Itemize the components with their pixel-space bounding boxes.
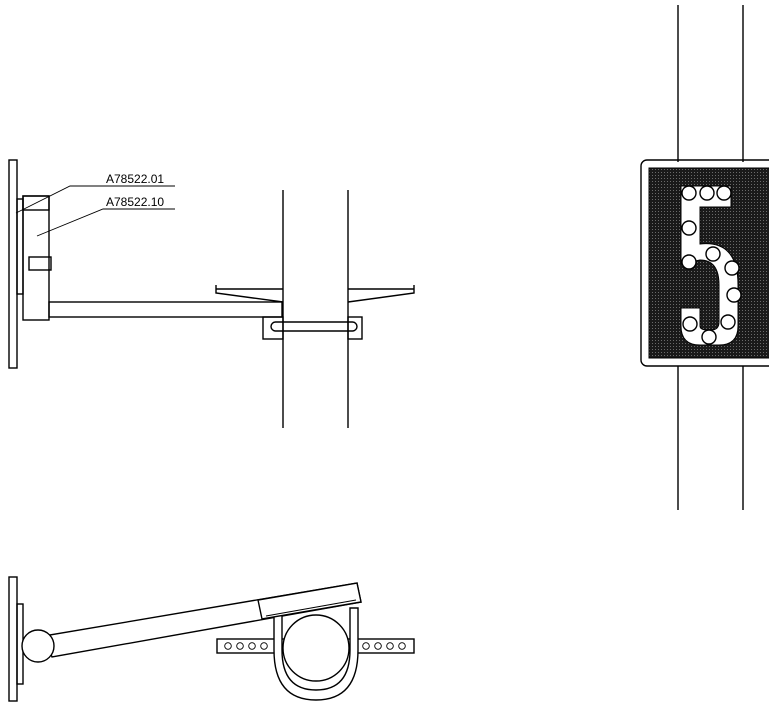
led-dot (681, 185, 697, 201)
ball-joint (21, 629, 55, 663)
callout-1-leader (15, 185, 175, 214)
bracket-cap (22, 195, 50, 211)
led-dot (701, 329, 717, 345)
callout-2-leader (36, 208, 175, 237)
led-dot (724, 260, 740, 276)
bar-hole (248, 642, 256, 650)
bar-hole (260, 642, 268, 650)
top-wall-plate (8, 576, 18, 702)
led-dot (681, 254, 697, 270)
led-dot (720, 314, 736, 330)
led-dots (681, 185, 742, 345)
led-dot (682, 316, 698, 332)
u-clamp (273, 607, 359, 701)
pole-section (282, 614, 350, 682)
clamp-block (28, 256, 52, 271)
clamp-head (257, 582, 362, 620)
spacer-plate (16, 198, 24, 295)
sign-frame (640, 159, 769, 367)
clamp-left (262, 316, 284, 340)
top-view (8, 576, 415, 702)
bar-hole (362, 642, 370, 650)
side-view: A78522.01 A78522.10 (8, 159, 415, 428)
bar-hole (374, 642, 382, 650)
bar-hole (398, 642, 406, 650)
wall-plate (8, 159, 18, 369)
left-flange (215, 285, 284, 303)
bar-hole (236, 642, 244, 650)
callout-1-label: A78522.01 (106, 172, 164, 186)
support-arm (48, 301, 283, 318)
right-flange (347, 285, 415, 303)
pole-strap (270, 321, 358, 332)
bar-holes (224, 642, 406, 650)
led-dot (699, 185, 715, 201)
bracket-body (22, 195, 50, 321)
front-view (640, 5, 769, 510)
led-dot (726, 287, 742, 303)
clamp-right (347, 316, 363, 340)
bar-hole (224, 642, 232, 650)
led-dot (716, 185, 732, 201)
bar-hole (386, 642, 394, 650)
callout-2-label: A78522.10 (106, 195, 164, 209)
led-dot (681, 220, 697, 236)
led-dot (705, 246, 721, 262)
clamp-head-line (265, 599, 357, 617)
